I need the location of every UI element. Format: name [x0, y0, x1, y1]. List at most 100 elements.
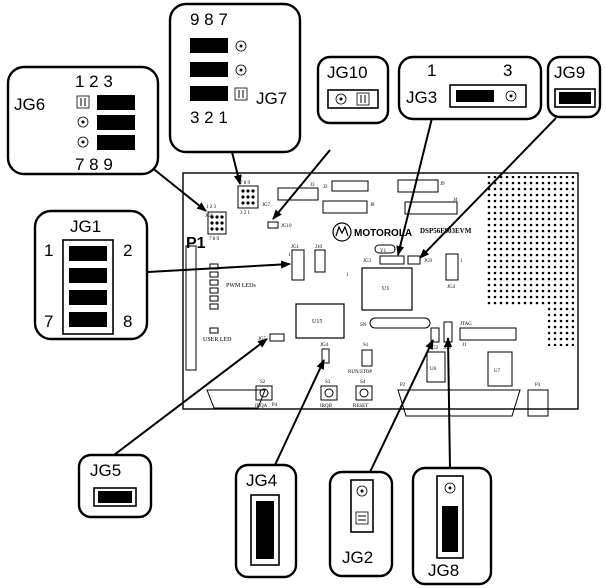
callout-jg2-title: JG2: [342, 548, 373, 567]
board-jg1-header: [291, 249, 305, 281]
connector-p2: [397, 389, 521, 417]
board-jg7-header: [237, 185, 259, 209]
callout-jg7-bottom-pins: 3 2 1: [190, 108, 228, 127]
board-jg10-label: JG10: [281, 224, 292, 229]
callout-jg6-title: JG6: [14, 95, 45, 114]
callout-jg1-pin-2: 2: [123, 241, 132, 260]
board-right-header: [445, 253, 459, 281]
board-pin1-marker: 1: [346, 273, 349, 278]
chip-u7-label: U7: [494, 369, 501, 374]
button-s2-label: S2: [260, 380, 266, 385]
board-jg7-label: JG7: [262, 203, 271, 208]
jtag-header: [459, 327, 517, 341]
connector-p1-label: P1: [186, 235, 206, 252]
callout-jg7: 9 8 7 3 2 1 JG7: [168, 2, 302, 154]
callout-jg3-pin-left: 1: [427, 61, 436, 80]
callout-jg1-title: JG1: [70, 217, 101, 236]
callout-jg5: JG5: [77, 453, 153, 519]
board-jg7-pins-bottom: 3 2 1: [240, 211, 251, 216]
pwm-led-array: [209, 263, 219, 310]
sn-label: SN: [360, 323, 367, 328]
sn-oval: [369, 317, 431, 329]
board-jg4-right-label: JG4: [447, 285, 456, 290]
button-s4-label: S4: [360, 380, 366, 385]
connector-p3: [527, 389, 549, 417]
board-jg4-label: JG4: [320, 343, 329, 348]
callout-jg3-title: JG3: [406, 88, 437, 107]
chip-u15: [295, 303, 345, 339]
chip-u15-label: U15: [312, 319, 322, 325]
callout-jg10-title: JG10: [327, 63, 368, 82]
button-s3-label: S3: [325, 380, 331, 385]
prototype-area-lower: [548, 306, 574, 346]
evm-board: P1 JG6 1 2 3 7 8 9 7 8 9 3 2 1 JG7 J3 J2…: [182, 172, 579, 417]
button-s3: [320, 385, 338, 401]
button-irqa-label: IRQA: [255, 404, 268, 409]
connector-p4: [206, 389, 266, 409]
board-crystal-y1: [374, 244, 396, 254]
board-jg1-pin1: 1: [288, 253, 291, 258]
board-j4-label: J4: [453, 198, 458, 203]
chip-u7: [487, 351, 513, 387]
board-right-header-pin: 1: [460, 259, 463, 264]
connector-p1: [185, 245, 197, 371]
board-j4-header: [404, 201, 458, 215]
board-j2-connector: [331, 180, 369, 192]
board-j10-header: [314, 249, 326, 273]
board-jg7-pins-top: 7 8 9: [240, 181, 251, 186]
board-y1-label: Y1: [380, 249, 387, 254]
board-jg6-pins-bottom: 7 8 9: [209, 237, 220, 242]
board-jg4-header: [321, 348, 330, 364]
callout-jg9-title: JG9: [554, 63, 585, 82]
board-jg10: [267, 221, 279, 229]
callout-jg8: JG8: [411, 466, 493, 586]
callout-jg9: JG9: [546, 55, 602, 119]
callout-jg1-pin-8: 8: [123, 312, 132, 331]
chip-u6-label: U6: [430, 367, 437, 372]
board-jg3-label: JG3: [363, 259, 372, 264]
board-jg6-header: [207, 211, 227, 235]
board-j10-label: J10: [315, 245, 322, 250]
callout-jg6-top-pins: 1 2 3: [75, 72, 113, 91]
board-jg9-header: [407, 255, 421, 265]
board-jg2-header: [430, 327, 440, 343]
board-jg6-label: JG6: [205, 214, 214, 219]
user-led: [209, 327, 219, 334]
board-jg6-pins-top: 1 2 3: [206, 205, 217, 210]
callout-jg5-title: JG5: [90, 461, 121, 480]
board-j8-header: [322, 200, 368, 214]
board-j9-label: J9: [440, 182, 445, 187]
button-s4: [355, 385, 373, 401]
button-irqb-label: IRQB: [320, 404, 333, 409]
board-jg3-header: [379, 255, 405, 265]
callout-jg7-title: JG7: [256, 89, 287, 108]
switch-s1: [361, 349, 373, 367]
callout-jg7-top-pins: 9 8 7: [190, 10, 228, 29]
callout-jg4-title: JG4: [246, 471, 277, 490]
board-jg5-header: [269, 333, 285, 342]
callout-jg3-pin-right: 3: [503, 61, 512, 80]
user-led-label: USER LED: [203, 337, 232, 343]
callout-jg6-bottom-pins: 7 8 9: [75, 155, 113, 174]
chip-u6: [426, 351, 446, 383]
board-jg9-label: JG9: [424, 259, 433, 264]
board-j8-label: J8: [370, 203, 375, 208]
callout-jg1: JG1 1 2 7 8: [33, 209, 149, 341]
callout-jg3: 1 3 JG3: [397, 55, 543, 121]
callout-jg1-pin-7: 7: [44, 312, 53, 331]
jtag-label: JTAG: [460, 322, 472, 327]
button-reset-label: RESET: [353, 404, 368, 409]
chip-u1-label: U1: [382, 286, 389, 292]
callout-jg8-title: JG8: [428, 561, 459, 580]
prototype-area: [486, 176, 574, 306]
board-jg1-label: JG1: [291, 245, 300, 250]
board-j2-label: J2: [323, 185, 328, 190]
chip-u1: [361, 267, 413, 311]
board-jg2-label: JG2: [430, 346, 439, 351]
connector-p3-label: P3: [535, 383, 541, 388]
callout-jg2: JG2: [328, 470, 394, 578]
callout-jg1-pin-1: 1: [44, 241, 53, 260]
callout-jg6: JG6 1 2 3 7 8 9: [6, 65, 160, 176]
board-j1-label: J1: [462, 343, 467, 348]
